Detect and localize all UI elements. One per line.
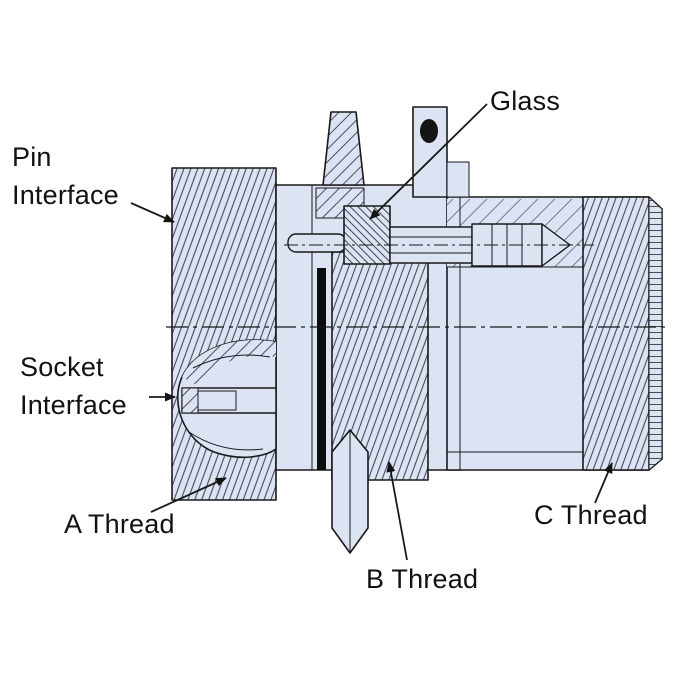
socket-interface-dome <box>176 339 277 459</box>
c-thread-section <box>582 196 650 471</box>
thread-end-face <box>648 196 663 471</box>
jam-nut <box>331 429 369 554</box>
label-b-thread: B Thread <box>366 564 479 594</box>
gasket <box>317 268 326 470</box>
glass-seal <box>343 205 391 265</box>
o-ring <box>420 119 438 143</box>
label-pin-interface-line2: Interface <box>12 180 119 210</box>
label-c-thread: C Thread <box>534 500 648 530</box>
leader-b-thread <box>386 461 408 561</box>
pin-contact-assembly <box>284 205 594 267</box>
pin-contact <box>287 233 347 253</box>
label-socket-interface-line1: Socket <box>20 352 104 382</box>
label-pin-interface: Pin Interface <box>12 138 119 214</box>
label-glass: Glass <box>490 86 561 116</box>
leader-a-thread <box>150 477 227 513</box>
label-a-thread: A Thread <box>64 509 175 539</box>
label-pin-interface-line1: Pin <box>12 142 52 172</box>
leader-lines <box>130 103 613 561</box>
label-socket-interface-line2: Interface <box>20 390 127 420</box>
leader-glass <box>369 103 488 220</box>
leader-c-thread <box>594 462 613 504</box>
mounting-flange <box>315 111 365 219</box>
label-socket-interface: Socket Interface <box>20 348 127 424</box>
rear-plate <box>412 106 470 198</box>
leader-pin-interface <box>130 202 175 223</box>
